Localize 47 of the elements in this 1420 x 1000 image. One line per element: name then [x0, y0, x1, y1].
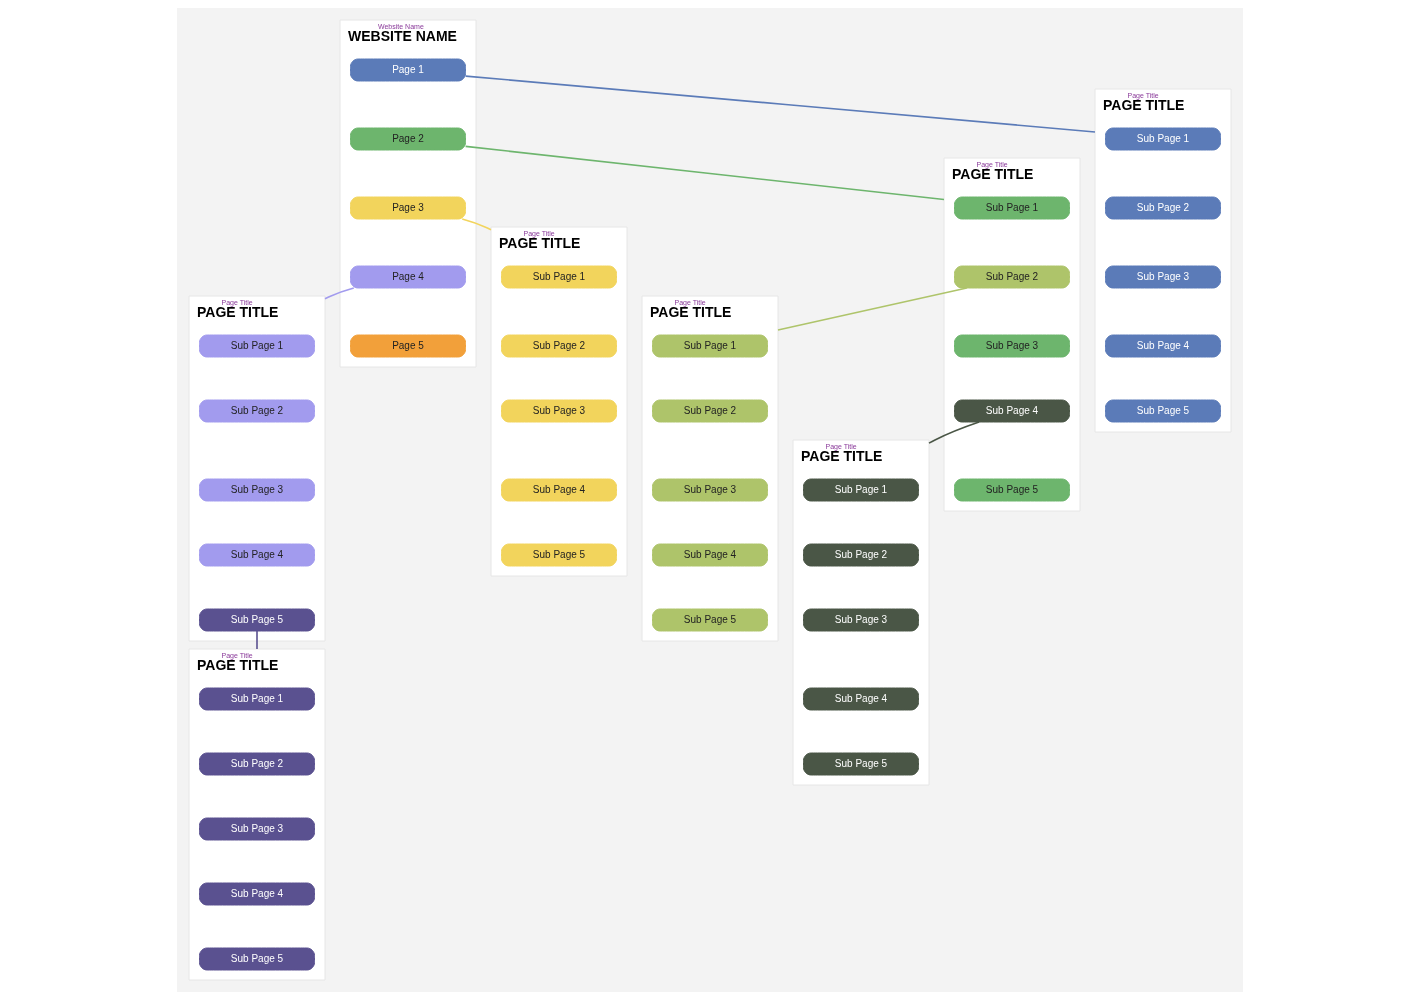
connector [324, 287, 355, 300]
connector [928, 421, 980, 444]
connector [464, 75, 1096, 133]
node-box: Sub Page 5 [501, 543, 617, 567]
node-box: Sub Page 3 [652, 478, 768, 502]
node-box: Sub Page 1 [199, 334, 315, 358]
node-box: Page 5 [350, 334, 466, 358]
node-box: Sub Page 1 [803, 478, 919, 502]
node-box: Page 3 [350, 196, 466, 220]
connector [256, 630, 258, 650]
node-box: Sub Page 4 [652, 543, 768, 567]
node-box: Page 1 [350, 58, 466, 82]
connector [464, 145, 945, 201]
node-box: Page 4 [350, 265, 466, 289]
node-box: Sub Page 3 [803, 608, 919, 632]
connector [777, 287, 968, 331]
node-box: Sub Page 2 [501, 334, 617, 358]
node-box: Sub Page 3 [501, 399, 617, 423]
node-box: Sub Page 5 [1105, 399, 1221, 423]
node-box: Sub Page 1 [1105, 127, 1221, 151]
node-box: Sub Page 3 [199, 478, 315, 502]
node-box: Sub Page 4 [501, 478, 617, 502]
node-box: Sub Page 4 [199, 882, 315, 906]
node-box: Sub Page 1 [199, 687, 315, 711]
node-box: Page 2 [350, 127, 466, 151]
node-box: Sub Page 4 [803, 687, 919, 711]
node-box: Sub Page 2 [199, 752, 315, 776]
node-box: Sub Page 3 [1105, 265, 1221, 289]
node-box: Sub Page 4 [199, 543, 315, 567]
node-box: Sub Page 5 [803, 752, 919, 776]
node-box: Sub Page 5 [652, 608, 768, 632]
node-box: Sub Page 1 [652, 334, 768, 358]
node-box: Sub Page 4 [954, 399, 1070, 423]
node-box: Sub Page 5 [199, 947, 315, 971]
node-box: Sub Page 5 [954, 478, 1070, 502]
node-box: Sub Page 5 [199, 608, 315, 632]
node-box: Sub Page 2 [1105, 196, 1221, 220]
node-box: Sub Page 2 [652, 399, 768, 423]
node-box: Sub Page 2 [803, 543, 919, 567]
node-box: Sub Page 1 [501, 265, 617, 289]
node-box: Sub Page 3 [954, 334, 1070, 358]
node-box: Sub Page 2 [199, 399, 315, 423]
node-box: Sub Page 3 [199, 817, 315, 841]
node-box: Sub Page 4 [1105, 334, 1221, 358]
node-box: Sub Page 2 [954, 265, 1070, 289]
node-box: Sub Page 1 [954, 196, 1070, 220]
connector [461, 218, 492, 231]
